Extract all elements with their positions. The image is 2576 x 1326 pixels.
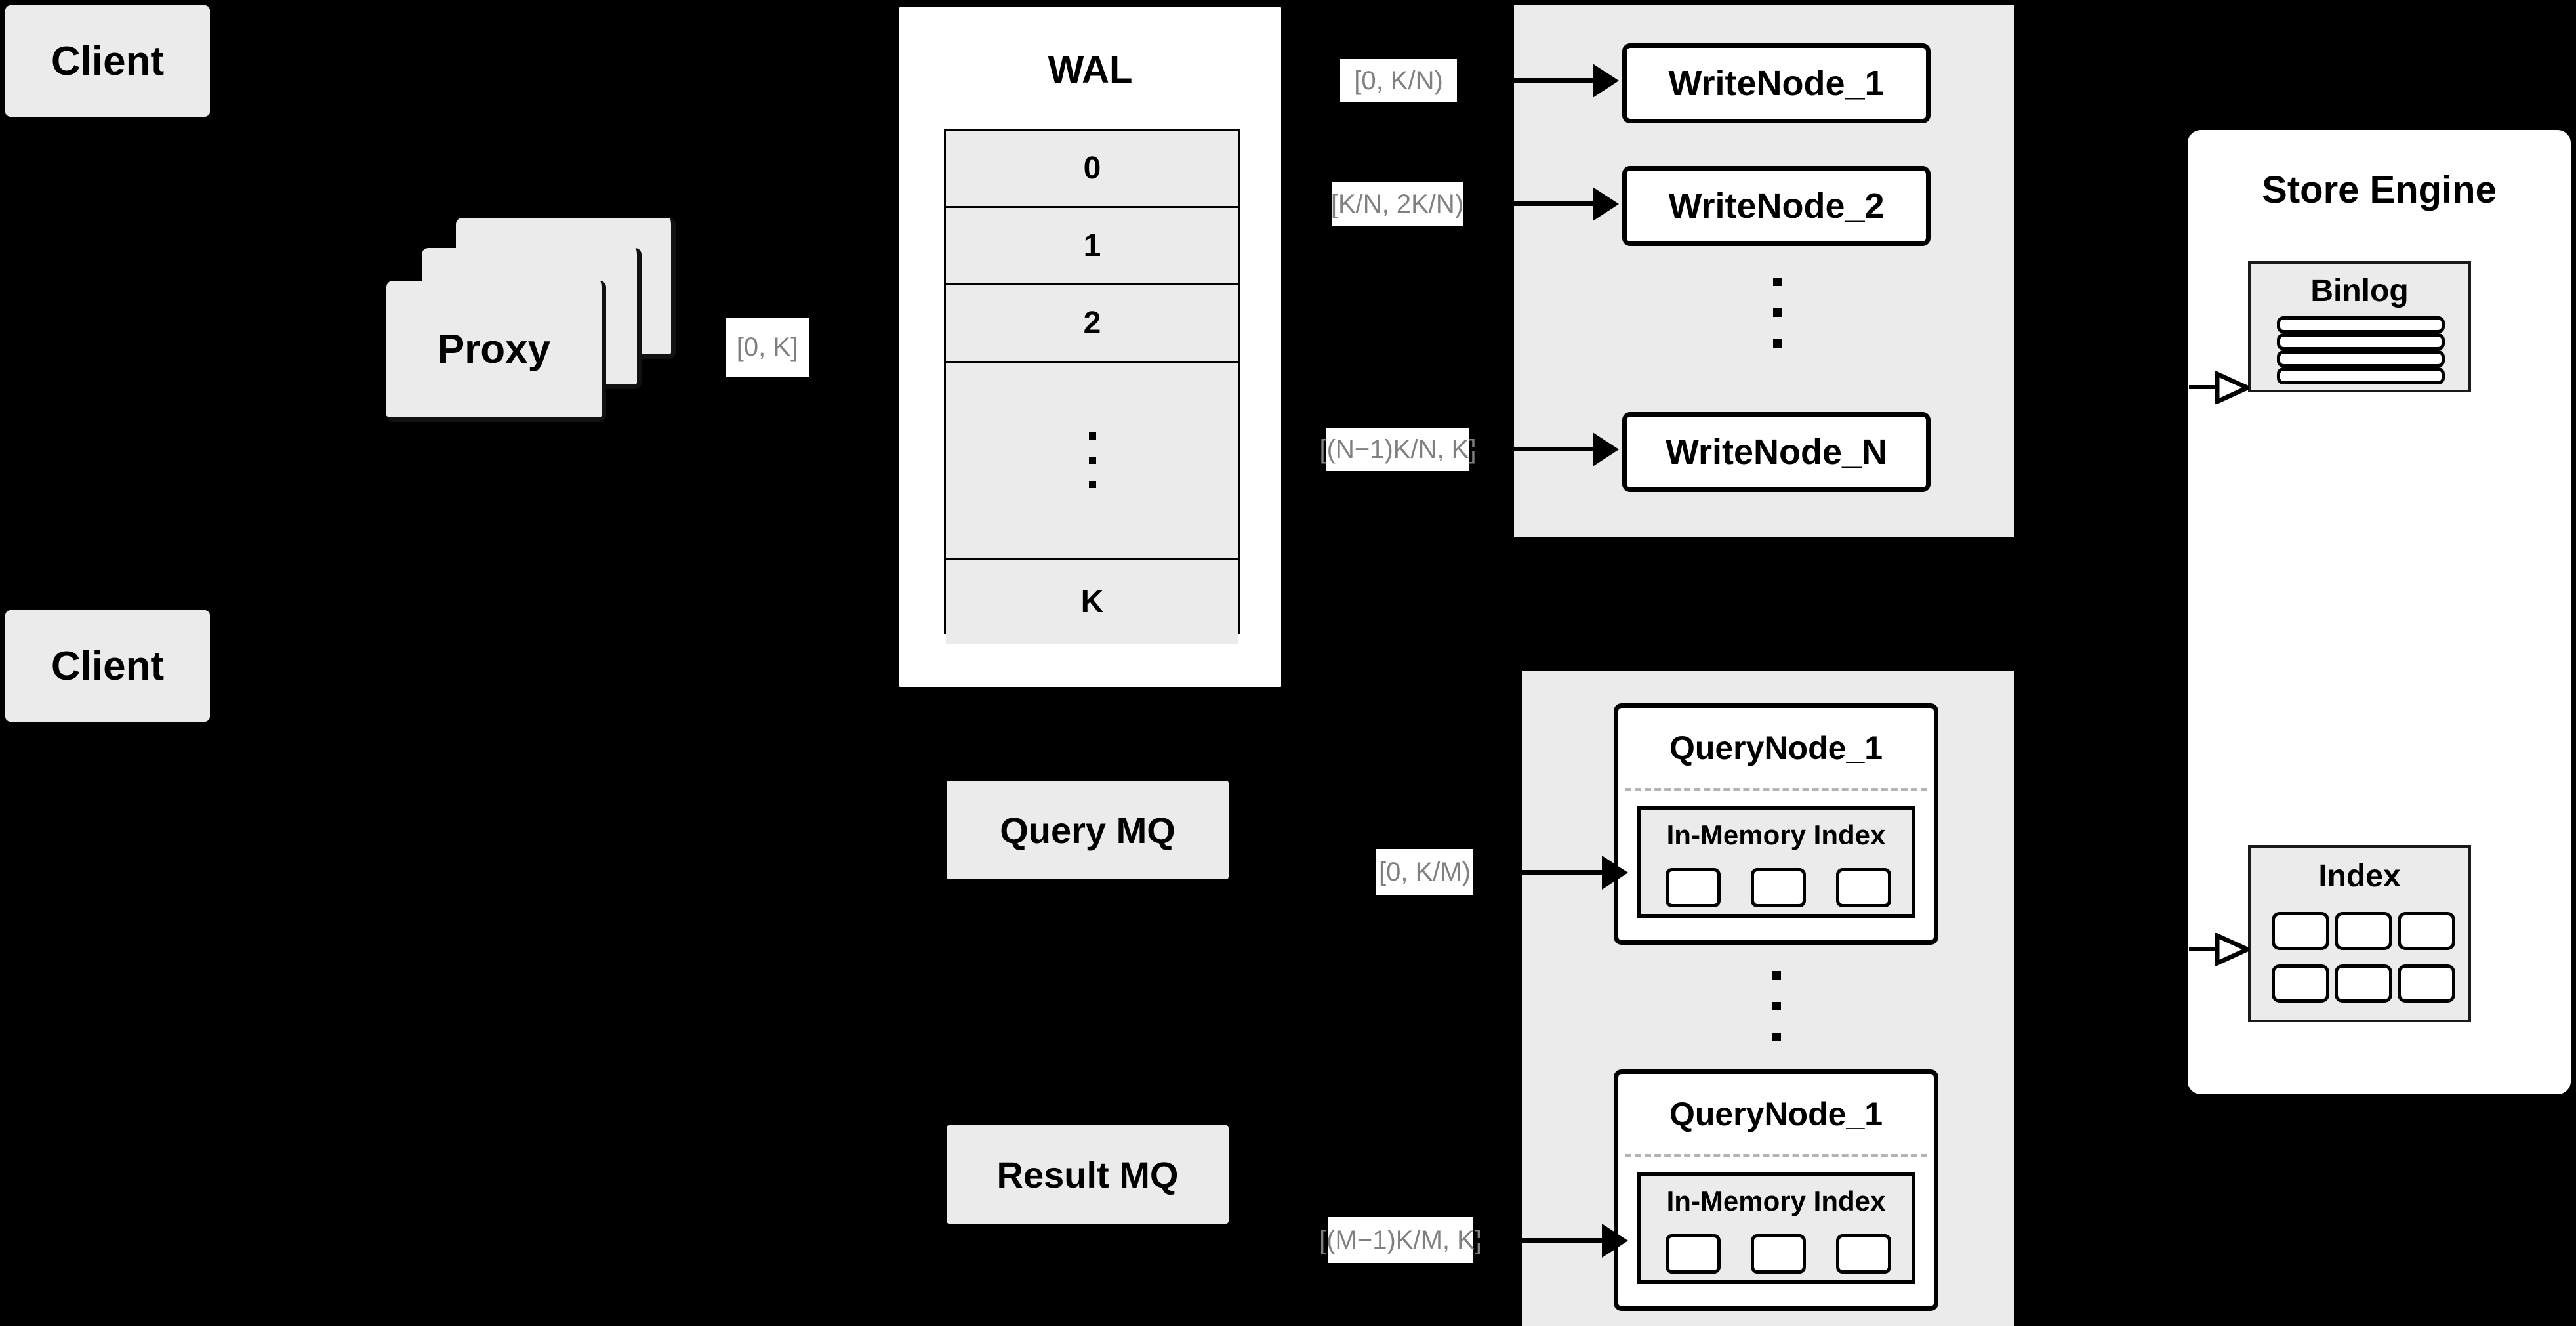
wal-row: K [946, 560, 1238, 644]
arrowhead-write-node-n [1593, 432, 1619, 466]
ellipsis-dot [1088, 457, 1096, 464]
wal-title: WAL [1048, 49, 1133, 91]
binlog-slab [2277, 367, 2445, 384]
proxy-stack[interactable]: Proxy [377, 203, 689, 436]
edge-label-query-node-1: [0, K/M) [1376, 849, 1473, 895]
binlog-slab [2277, 316, 2445, 333]
binlog-panel: Binlog [2248, 261, 2471, 392]
wal-panel: WAL 0 1 2 K [897, 5, 1283, 689]
ellipsis-dot [1772, 971, 1781, 980]
connector-query-node-m [1475, 1238, 1602, 1243]
write-node-1[interactable]: WriteNode_1 [1622, 43, 1931, 123]
ellipsis-dot [1772, 1033, 1781, 1041]
edge-label-query-node-m: [(M−1)K/M, K] [1319, 1217, 1482, 1263]
arrowhead-open-binlog [2215, 371, 2249, 404]
query-node-separator [1625, 1154, 1927, 1157]
write-node-ellipsis [1773, 278, 1782, 348]
proxy-card-front[interactable]: Proxy [386, 281, 606, 422]
connector-to-index [2189, 947, 2217, 951]
query-node-m[interactable]: QueryNode_1 In-Memory Index [1614, 1069, 1938, 1311]
ellipsis-dot [1772, 1002, 1781, 1010]
client-box-2[interactable]: Client [5, 610, 210, 722]
in-memory-index-cell [1666, 1234, 1721, 1274]
client-label: Client [51, 643, 165, 689]
in-memory-index-cell [1751, 1234, 1806, 1274]
query-node-ellipsis [1772, 971, 1781, 1041]
query-node-title: QueryNode_1 [1669, 1096, 1883, 1132]
ellipsis-dot [1773, 339, 1782, 348]
write-node-n[interactable]: WriteNode_N [1622, 412, 1931, 492]
index-cell [2335, 964, 2392, 1003]
result-mq-box[interactable]: Result MQ [947, 1125, 1229, 1224]
index-cell [2335, 912, 2392, 950]
in-memory-index-title: In-Memory Index [1666, 819, 1886, 850]
edge-label-write-node-n: [(N−1)K/N, K] [1320, 428, 1476, 471]
arrowhead-open-index [2215, 933, 2249, 966]
ellipsis-dot [1088, 432, 1096, 440]
query-node-title: QueryNode_1 [1669, 730, 1883, 766]
connector-to-binlog [2189, 385, 2217, 389]
wal-row: 0 [946, 131, 1238, 208]
query-node-separator [1625, 788, 1927, 791]
arrowhead-query-node-1 [1602, 856, 1628, 890]
binlog-slab [2277, 350, 2445, 367]
edge-label-proxy-to-wal: [0, K] [726, 318, 809, 377]
connector-query-node-1 [1477, 870, 1602, 875]
in-memory-index-box: In-Memory Index [1637, 1172, 1915, 1284]
wal-row: 2 [946, 285, 1238, 363]
ellipsis-dot [1773, 278, 1782, 286]
wal-row-ellipsis [946, 363, 1238, 560]
index-title: Index [2318, 859, 2401, 894]
connector-write-node-2 [1467, 201, 1593, 206]
in-memory-index-cell [1836, 1234, 1891, 1274]
wal-row: 1 [946, 208, 1238, 285]
client-label: Client [51, 38, 165, 84]
query-node-group: QueryNode_1 In-Memory Index QueryNode_1 … [1522, 671, 2014, 1326]
in-memory-index-cell [1666, 868, 1721, 907]
arrowhead-query-node-m [1602, 1224, 1628, 1258]
edge-label-write-node-1: [0, K/N) [1340, 59, 1457, 102]
connector-write-node-1 [1462, 78, 1593, 83]
query-node-1[interactable]: QueryNode_1 In-Memory Index [1614, 703, 1938, 945]
edge-label-write-node-2: [K/N, 2K/N) [1331, 182, 1463, 226]
binlog-slab [2277, 333, 2445, 350]
in-memory-index-cell [1751, 868, 1806, 907]
ellipsis-dot [1773, 308, 1782, 317]
write-node-group: WriteNode_1 WriteNode_2 WriteNode_N [1514, 5, 2014, 537]
in-memory-index-box: In-Memory Index [1637, 806, 1915, 918]
query-mq-label: Query MQ [1000, 809, 1176, 851]
index-cell [2398, 912, 2455, 950]
wal-table: 0 1 2 K [944, 129, 1240, 644]
index-cell [2272, 912, 2329, 950]
arrowhead-write-node-1 [1593, 64, 1619, 98]
index-cell [2398, 964, 2455, 1003]
binlog-title: Binlog [2310, 274, 2409, 308]
client-box-1[interactable]: Client [5, 5, 210, 117]
arrowhead-write-node-2 [1593, 187, 1619, 221]
in-memory-index-cell [1836, 868, 1891, 907]
store-engine-title: Store Engine [2262, 169, 2497, 211]
ellipsis-dot [1088, 481, 1096, 488]
write-node-2[interactable]: WriteNode_2 [1622, 166, 1931, 246]
index-panel: Index [2248, 845, 2471, 1022]
result-mq-label: Result MQ [996, 1153, 1179, 1195]
in-memory-index-title: In-Memory Index [1666, 1186, 1886, 1216]
index-cell [2272, 964, 2329, 1003]
query-mq-box[interactable]: Query MQ [947, 781, 1229, 879]
store-engine-panel: Store Engine Binlog Index [2188, 130, 2571, 1094]
proxy-label: Proxy [437, 326, 551, 372]
connector-write-node-n [1472, 447, 1593, 451]
